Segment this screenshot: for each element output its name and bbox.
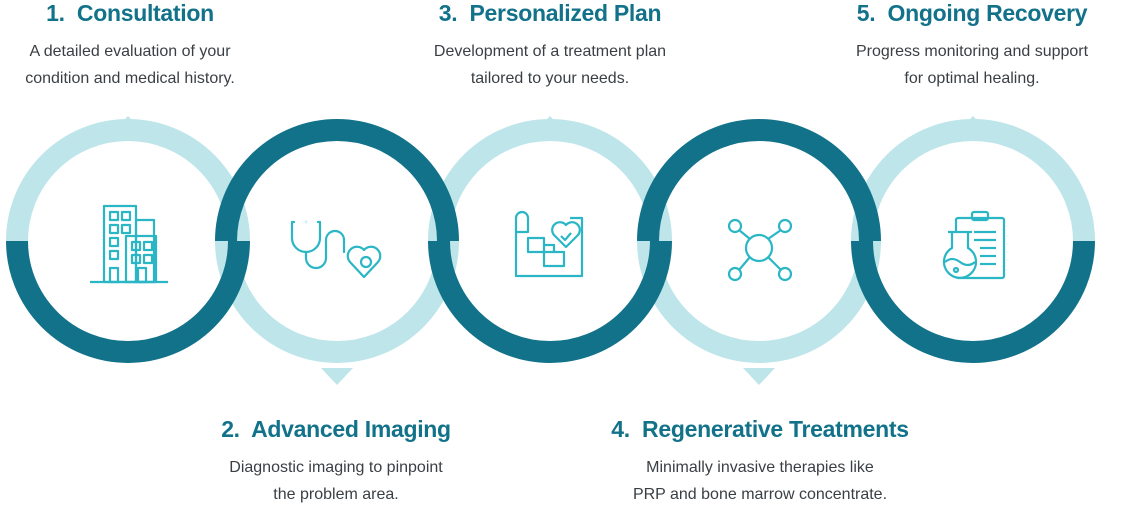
- molecule-icon: [729, 220, 791, 280]
- light-arc-4: [648, 241, 870, 352]
- dark-arc-2: [226, 130, 448, 241]
- light-arcs: [17, 130, 1084, 352]
- dark-arcs: [17, 130, 1084, 352]
- light-arc-3: [439, 130, 661, 241]
- light-arc-5: [862, 130, 1084, 241]
- flask-clipboard-icon: [944, 212, 1004, 278]
- dark-arc-1: [17, 241, 239, 352]
- dark-arc-3: [439, 241, 661, 352]
- building-icon: [90, 206, 168, 282]
- light-arc-2: [226, 241, 448, 352]
- treatment-plan-icon: [516, 212, 582, 276]
- pointer-down-4: [743, 368, 775, 385]
- stethoscope-heart-icon: [292, 222, 380, 277]
- dark-arc-4: [648, 130, 870, 241]
- pointer-down-2: [321, 368, 353, 385]
